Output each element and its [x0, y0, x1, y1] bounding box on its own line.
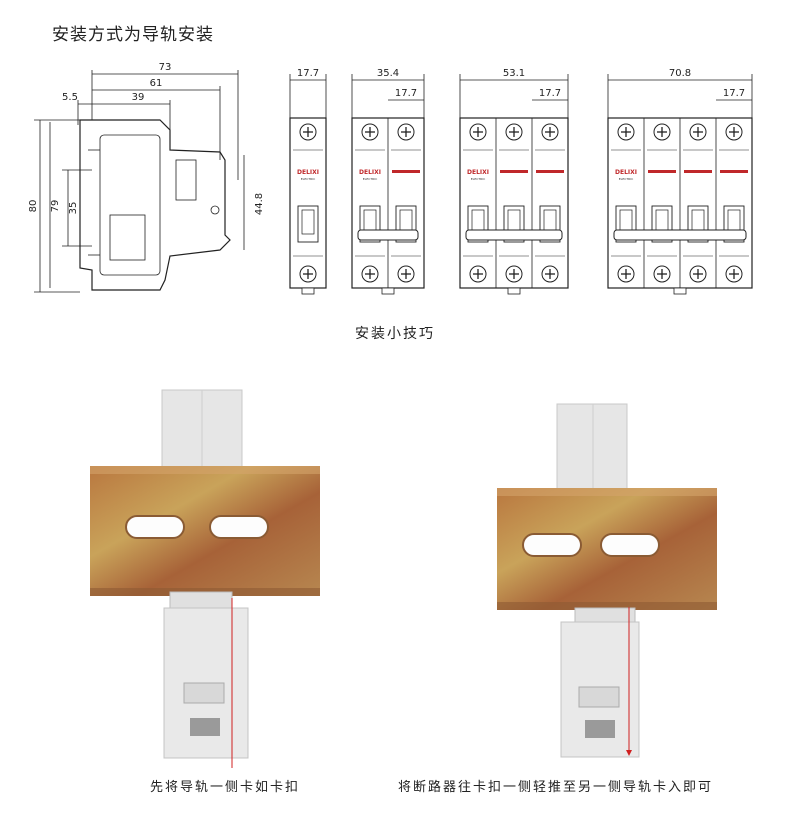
- dim-height-35: 35: [68, 202, 79, 215]
- step2-photo: [497, 403, 717, 758]
- module-pole-label: 17.7: [539, 88, 561, 99]
- dim-offset: 5.5: [62, 92, 78, 103]
- module-width-label: 17.7: [297, 68, 319, 79]
- step1-caption: 先将导轨一侧卡如卡扣: [150, 780, 301, 795]
- brand-logo: DELIXI: [297, 169, 319, 176]
- dim-front-width: 39: [132, 92, 145, 103]
- module-width-label: 70.8: [669, 68, 691, 79]
- side-view-drawing: 73 61 5.5 39 80 79 35 44.8: [28, 62, 265, 293]
- dim-height-80: 80: [28, 200, 39, 213]
- brand-sub: ELECTRIC: [471, 177, 485, 181]
- step2-caption: 将断路器往卡扣一侧轻推至另一侧导轨卡入即可: [398, 780, 714, 795]
- front-views: 17.7DELIXIELECTRIC35.417.7DELIXIELECTRIC…: [289, 68, 753, 295]
- brand-logo: DELIXI: [359, 169, 381, 176]
- module-pole-label: 17.7: [723, 88, 745, 99]
- dim-height-44-8: 44.8: [254, 193, 265, 215]
- brand-logo: DELIXI: [615, 169, 637, 176]
- step1-photo: [90, 389, 320, 768]
- brand-sub: ELECTRIC: [301, 177, 315, 181]
- module-pole-label: 17.7: [395, 88, 417, 99]
- brand-logo: DELIXI: [467, 169, 489, 176]
- tips-title: 安装小技巧: [355, 326, 435, 342]
- module-width-label: 53.1: [503, 68, 525, 79]
- page-title: 安装方式为导轨安装: [52, 25, 214, 45]
- dim-height-79: 79: [50, 200, 61, 213]
- dim-total-width: 73: [159, 62, 172, 73]
- module-width-label: 35.4: [377, 68, 399, 79]
- brand-sub: ELECTRIC: [363, 177, 377, 181]
- dim-body-width: 61: [150, 78, 163, 89]
- brand-sub: ELECTRIC: [619, 177, 633, 181]
